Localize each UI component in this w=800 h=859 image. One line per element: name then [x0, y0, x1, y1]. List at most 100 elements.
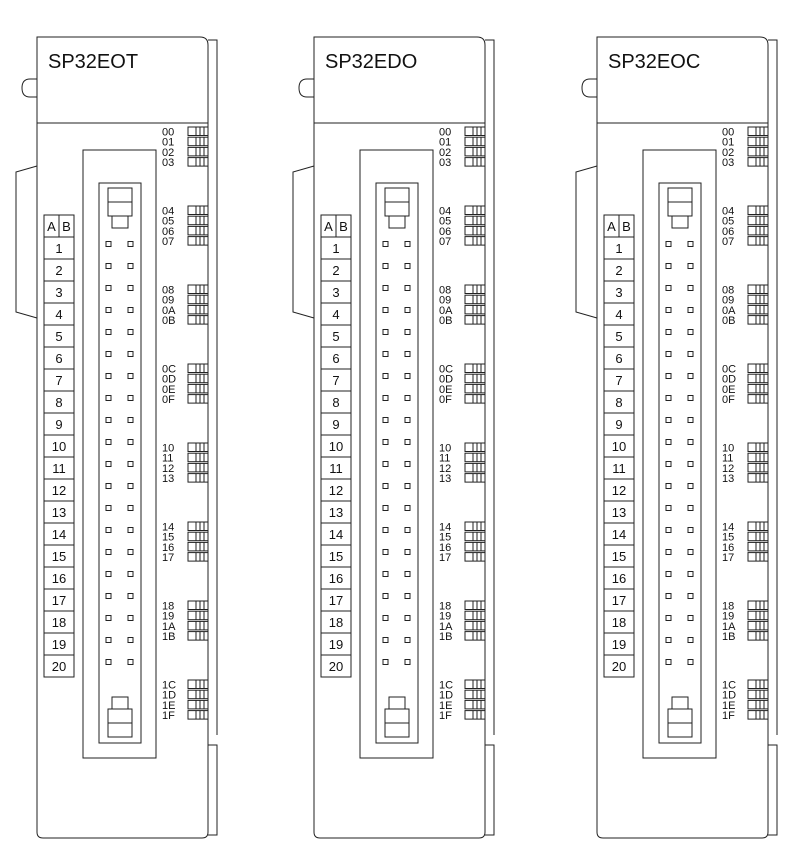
pin-hole: [105, 241, 112, 247]
module-housing: [596, 36, 769, 839]
led-label: 1F: [439, 710, 452, 722]
pin-hole: [105, 307, 112, 313]
led-label: 1E: [722, 700, 735, 712]
led-indicator-ticks: [195, 710, 205, 720]
led-indicator: [464, 679, 486, 689]
pin-hole: [665, 439, 672, 445]
led-indicator-ticks: [472, 611, 482, 620]
pin-hole: [105, 329, 112, 335]
column-header-b: B: [62, 219, 71, 234]
led-indicator-ticks: [472, 601, 482, 610]
led-indicator: [464, 294, 486, 305]
led-label: 1C: [162, 680, 176, 692]
led-indicator-ticks: [755, 522, 765, 531]
led-label: 14: [439, 522, 451, 534]
pin-hole: [687, 329, 694, 335]
led-indicator: [187, 531, 209, 542]
led-label: 07: [162, 236, 174, 248]
led-indicator: [464, 304, 486, 315]
pin-hole: [105, 373, 112, 379]
led-indicator-ticks: [755, 137, 765, 146]
led-indicator: [747, 600, 769, 610]
led-indicator: [747, 394, 769, 404]
pin-hole: [404, 659, 411, 665]
led-indicator-ticks: [472, 621, 482, 630]
led-label: 0E: [722, 384, 735, 396]
pin-hole: [404, 593, 411, 599]
led-indicator: [747, 679, 769, 689]
mounting-hook: [21, 78, 37, 98]
column-header-a: A: [47, 219, 56, 234]
led-label: 0B: [439, 315, 452, 327]
led-label: 0E: [162, 384, 175, 396]
led-label: 03: [439, 157, 451, 169]
pin-number-label: 9: [332, 417, 339, 432]
pin-number-label: 17: [612, 593, 626, 608]
pin-hole: [127, 593, 134, 599]
led-indicator: [747, 541, 769, 552]
pin-number-label: 4: [332, 307, 339, 322]
led-indicator: [187, 442, 209, 452]
led-label: 0D: [162, 374, 176, 386]
pin-number-label: 10: [329, 439, 343, 454]
side-latch: [292, 165, 315, 319]
led-indicator: [187, 205, 209, 215]
pin-number-label: 1: [55, 241, 62, 256]
pin-hole: [404, 395, 411, 401]
led-label: 1A: [162, 621, 176, 633]
pin-number-label: 12: [329, 483, 343, 498]
led-indicator: [187, 600, 209, 610]
led-indicator-ticks: [755, 226, 765, 235]
led-indicator: [187, 136, 209, 147]
led-label: 17: [439, 552, 451, 564]
pin-hole: [665, 329, 672, 335]
pin-number-label: 19: [612, 637, 626, 652]
led-indicator-ticks: [755, 542, 765, 551]
led-indicator: [464, 689, 486, 700]
led-indicator: [464, 710, 486, 720]
pin-hole: [105, 637, 112, 643]
pin-hole: [382, 241, 389, 247]
pin-hole: [665, 593, 672, 599]
module-rail-bottom: [208, 744, 218, 836]
module-rail-bottom: [768, 744, 778, 836]
led-indicator-ticks: [755, 690, 765, 699]
led-label: 11: [722, 453, 733, 465]
led-indicator: [187, 631, 209, 641]
led-indicator-ticks: [472, 157, 482, 167]
pin-hole: [687, 505, 694, 511]
led-label: 0D: [722, 374, 736, 386]
led-indicator: [464, 315, 486, 325]
led-indicator-ticks: [472, 374, 482, 383]
led-indicator-ticks: [755, 285, 765, 294]
led-indicator-ticks: [195, 285, 205, 294]
led-label: 02: [722, 147, 734, 159]
led-label: 00: [722, 127, 734, 139]
led-label: 15: [162, 532, 174, 544]
pin-hole: [404, 263, 411, 269]
led-indicator-ticks: [472, 285, 482, 294]
led-indicator: [464, 136, 486, 147]
led-indicator: [187, 620, 209, 631]
led-indicator: [464, 284, 486, 294]
led-indicator-ticks: [472, 631, 482, 641]
led-indicator: [747, 146, 769, 157]
led-label: 18: [439, 601, 451, 613]
led-indicator-ticks: [755, 384, 765, 393]
pin-hole: [105, 593, 112, 599]
led-label: 13: [722, 473, 734, 485]
led-label: 1A: [722, 621, 736, 633]
led-label: 04: [162, 206, 174, 218]
column-header-b: B: [622, 219, 631, 234]
module-housing: [36, 36, 209, 839]
pin-hole: [687, 241, 694, 247]
pin-number-label: 5: [615, 329, 622, 344]
led-indicator-ticks: [472, 552, 482, 562]
led-indicator-ticks: [755, 295, 765, 304]
pin-number-label: 5: [55, 329, 62, 344]
led-indicator: [187, 710, 209, 720]
pin-hole: [404, 549, 411, 555]
pin-hole: [382, 637, 389, 643]
led-indicator-ticks: [755, 443, 765, 452]
